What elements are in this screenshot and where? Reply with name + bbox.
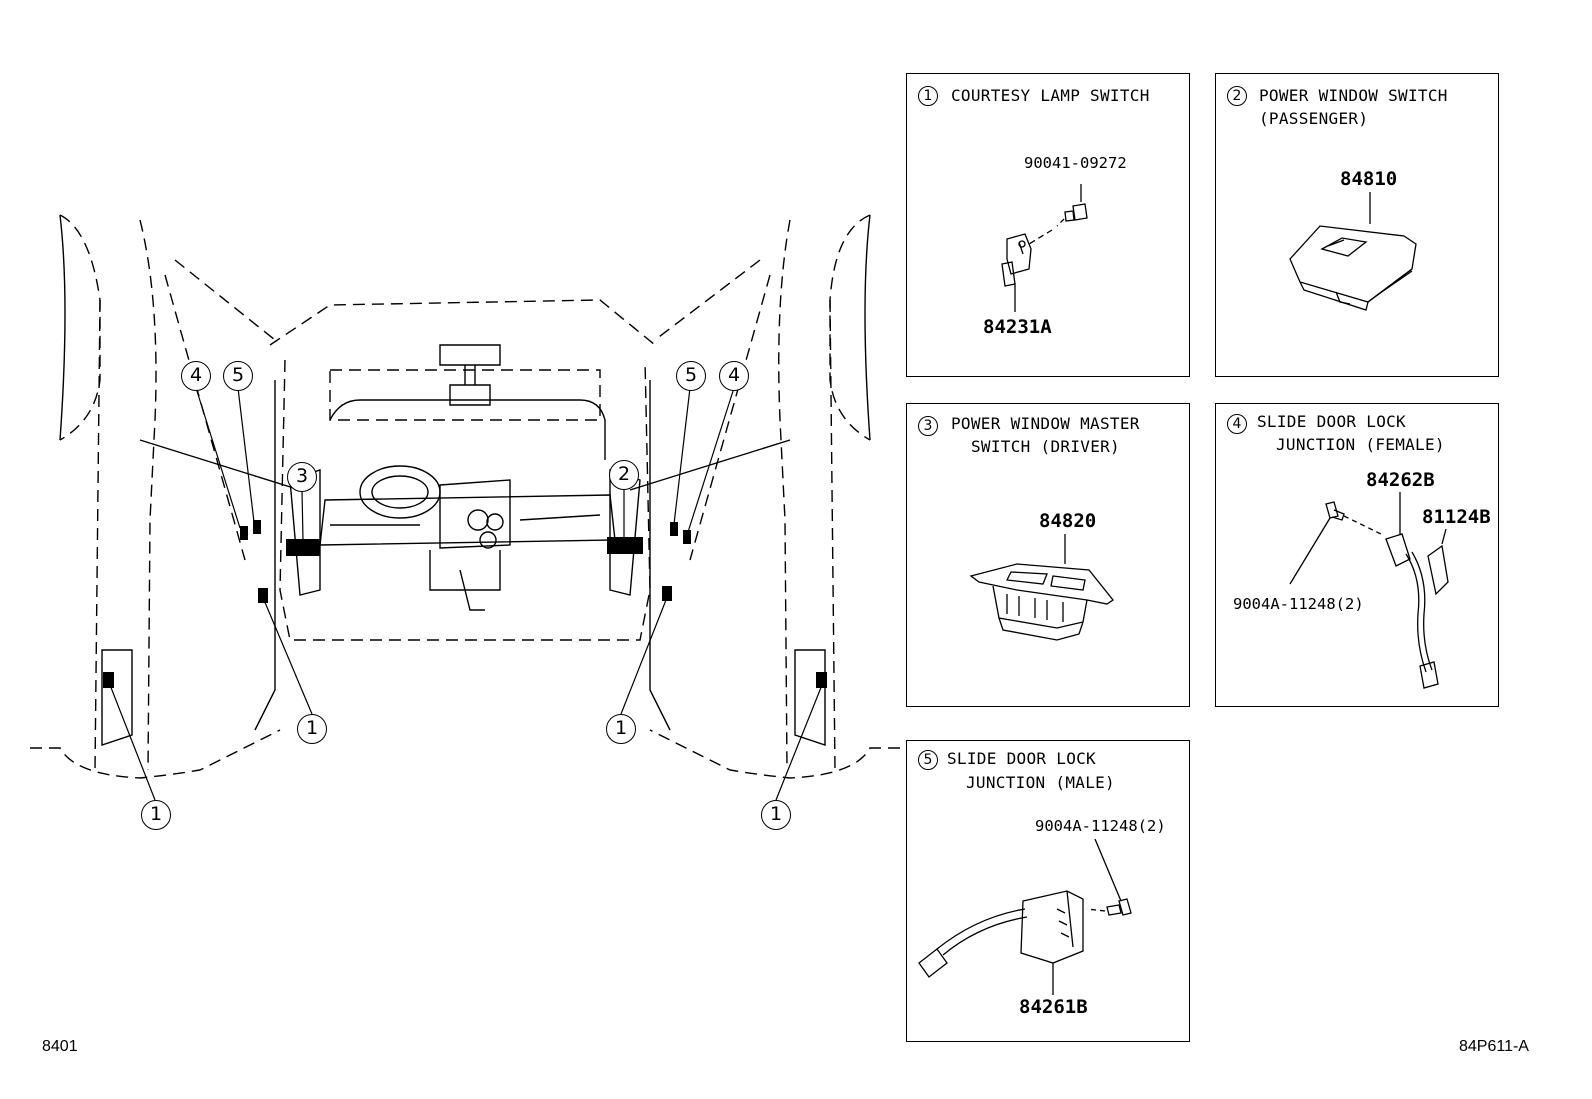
part-number-84231A: 84231A (983, 316, 1052, 338)
panel-title-line-1: SLIDE DOOR LOCK (947, 749, 1096, 768)
callout-4-left: 4 (181, 361, 211, 391)
panel-power-window-switch-passenger: 2 POWER WINDOW SWITCH (PASSENGER) 84810 (1215, 73, 1499, 377)
panel-number: 3 (918, 416, 938, 436)
junction-female-illustration (1289, 492, 1449, 689)
callout-3: 3 (287, 462, 317, 492)
callout-1-rear-left: 1 (141, 800, 171, 830)
part-number-90041-09272: 90041-09272 (1024, 154, 1127, 172)
callout-4-right: 4 (719, 361, 749, 391)
panel-title-line-2: SWITCH (DRIVER) (971, 437, 1120, 456)
panel-title-line-2: JUNCTION (MALE) (966, 773, 1115, 792)
callout-5-left: 5 (223, 361, 253, 391)
part-number-9004A-11248: 9004A-11248(2) (1233, 595, 1364, 613)
figure-code-right: 84P611-A (1459, 1038, 1529, 1055)
panel-title-line-1: COURTESY LAMP SWITCH (951, 86, 1150, 105)
part-number-84820: 84820 (1039, 510, 1097, 532)
panel-slide-door-lock-junction-male: 5 SLIDE DOOR LOCK JUNCTION (MALE) 9004A-… (906, 740, 1190, 1042)
panel-power-window-master-switch-driver: 3 POWER WINDOW MASTER SWITCH (DRIVER) 84… (906, 403, 1190, 707)
panel-title-line-1: POWER WINDOW SWITCH (1259, 86, 1448, 105)
panel-title-line-2: (PASSENGER) (1259, 109, 1369, 128)
part-number-81124B: 81124B (1422, 506, 1491, 528)
callout-2: 2 (609, 460, 639, 490)
callout-5-right: 5 (676, 361, 706, 391)
courtesy-lamp-switch-illustration (1001, 184, 1088, 312)
panel-number: 5 (918, 750, 938, 770)
part-number-84810: 84810 (1340, 168, 1398, 190)
panel-title-line-2: JUNCTION (FEMALE) (1276, 435, 1445, 454)
panel-slide-door-lock-junction-female: 4 SLIDE DOOR LOCK JUNCTION (FEMALE) 8426… (1215, 403, 1499, 707)
panel-title-line-1: POWER WINDOW MASTER (951, 414, 1140, 433)
panel-courtesy-lamp-switch: 1 COURTESY LAMP SWITCH 90041-09272 84231… (906, 73, 1190, 377)
figure-number-left: 8401 (42, 1038, 78, 1055)
panel-number: 4 (1227, 414, 1247, 434)
master-switch-illustration (969, 534, 1114, 641)
panel-number: 2 (1227, 86, 1247, 106)
callout-1-rear-right: 1 (761, 800, 791, 830)
part-number-84261B: 84261B (1019, 996, 1088, 1018)
panel-number: 1 (918, 86, 938, 106)
power-window-switch-illustration (1289, 192, 1417, 311)
junction-male-illustration (918, 838, 1132, 995)
part-number-9004A-11248: 9004A-11248(2) (1035, 817, 1166, 835)
panel-title-line-1: SLIDE DOOR LOCK (1257, 412, 1406, 431)
part-number-84262B: 84262B (1366, 469, 1435, 491)
callout-1-center-left: 1 (297, 714, 327, 744)
callout-1-center-right: 1 (606, 714, 636, 744)
